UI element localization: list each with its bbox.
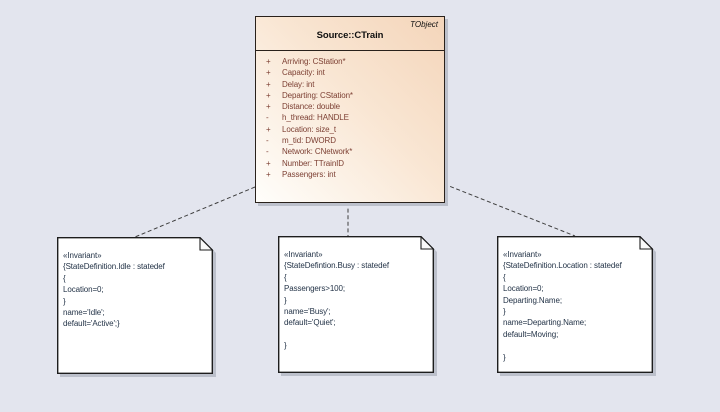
visibility-marker: + bbox=[266, 102, 271, 112]
note-text-block: «Invariant» {StateDefintion.Busy : state… bbox=[278, 236, 434, 352]
connector-dependency-location[interactable] bbox=[443, 183, 576, 237]
note-line: Passengers>100; bbox=[284, 284, 345, 294]
class-box-source-ctrain[interactable]: TObject Source::CTrain + Arriving: CStati… bbox=[255, 16, 445, 203]
note-invariant-idle[interactable]: «Invariant» {StateDefinition.Idle : stat… bbox=[57, 237, 217, 378]
attribute-text: Delay: int bbox=[282, 79, 315, 89]
note-line bbox=[503, 340, 651, 351]
note-text-block: «Invariant» {StateDefinition.Location : … bbox=[497, 236, 653, 363]
visibility-marker: + bbox=[266, 158, 271, 168]
note-line: } bbox=[284, 295, 287, 305]
note-shape bbox=[497, 236, 656, 376]
attribute-text: Departing: CStation* bbox=[282, 90, 353, 100]
note-shape bbox=[57, 237, 216, 377]
note-line: default=Moving; bbox=[503, 329, 559, 339]
note-line: «Invariant» bbox=[284, 250, 323, 259]
attribute-text: Distance: double bbox=[282, 102, 340, 112]
visibility-marker: - bbox=[266, 113, 269, 123]
note-outline bbox=[57, 237, 213, 374]
note-line: name=Departing.Name; bbox=[503, 318, 587, 328]
visibility-marker: + bbox=[266, 68, 271, 78]
note-line: Departing.Name; bbox=[503, 295, 562, 305]
dogear-fold-icon bbox=[199, 237, 214, 251]
note-line: { bbox=[63, 273, 66, 283]
class-attribute: - h_thread: HANDLE bbox=[256, 112, 444, 123]
attribute-text: h_thread: HANDLE bbox=[282, 113, 349, 123]
note-line: } bbox=[503, 352, 506, 362]
attribute-text: Network: CNetwork* bbox=[282, 147, 353, 157]
note-line: } bbox=[284, 341, 287, 351]
visibility-marker: + bbox=[266, 79, 271, 89]
class-attribute: + Number: TTrainID bbox=[256, 158, 444, 169]
note-invariant-busy[interactable]: «Invariant» {StateDefintion.Busy : state… bbox=[278, 236, 438, 377]
connector-dependency-idle[interactable] bbox=[134, 186, 256, 238]
class-attribute: - Network: CNetwork* bbox=[256, 146, 444, 157]
note-outline bbox=[278, 236, 434, 373]
attribute-text: m_tid: DWORD bbox=[282, 136, 336, 146]
note-line: «Invariant» bbox=[63, 251, 102, 260]
note-line: {StateDefinition.Idle : statedef bbox=[63, 262, 165, 272]
note-text-block: «Invariant» {StateDefinition.Idle : stat… bbox=[57, 237, 213, 330]
attribute-text: Number: TTrainID bbox=[282, 158, 344, 168]
attribute-text: Location: size_t bbox=[282, 124, 336, 134]
class-attribute: - m_tid: DWORD bbox=[256, 135, 444, 146]
note-line: { bbox=[284, 272, 287, 282]
class-attribute: + Departing: CStation* bbox=[256, 90, 444, 101]
visibility-marker: + bbox=[266, 57, 271, 66]
class-attribute-list: + Arriving: CStation* + Capacity: int + Del… bbox=[256, 51, 444, 180]
note-line: Location=0; bbox=[63, 285, 104, 295]
class-attribute: + Delay: int bbox=[256, 79, 444, 90]
note-line: default='Active';} bbox=[63, 319, 120, 329]
class-attribute: + Passengers: int bbox=[256, 169, 444, 180]
note-line: { bbox=[503, 272, 506, 282]
class-attribute: + Capacity: int bbox=[256, 67, 444, 78]
note-line: name='Idle'; bbox=[63, 308, 105, 318]
note-line bbox=[284, 329, 432, 340]
attribute-text: Passengers: int bbox=[282, 169, 336, 179]
class-attribute: + Distance: double bbox=[256, 101, 444, 112]
attribute-text: Arriving: CStation* bbox=[282, 57, 346, 66]
note-line: {StateDefinition.Location : statedef bbox=[503, 261, 622, 271]
visibility-marker: + bbox=[266, 169, 271, 179]
note-line: } bbox=[503, 307, 506, 317]
note-line: } bbox=[63, 296, 66, 306]
visibility-marker: + bbox=[266, 90, 271, 100]
attribute-text: Capacity: int bbox=[282, 68, 325, 78]
note-shape bbox=[278, 236, 437, 376]
visibility-marker: + bbox=[266, 124, 271, 134]
note-outline bbox=[497, 236, 653, 373]
visibility-marker: - bbox=[266, 147, 269, 157]
class-title: Source::CTrain bbox=[316, 30, 384, 41]
note-line: «Invariant» bbox=[503, 250, 542, 259]
class-attribute: + Location: size_t bbox=[256, 124, 444, 135]
dogear-fold-icon bbox=[639, 236, 654, 250]
dogear-fold-icon bbox=[420, 236, 435, 250]
visibility-marker: - bbox=[266, 136, 269, 146]
note-line: Location=0; bbox=[503, 284, 544, 294]
class-header: TObject Source::CTrain bbox=[256, 17, 444, 51]
note-line: default='Quiet'; bbox=[284, 318, 336, 328]
note-invariant-location[interactable]: «Invariant» {StateDefinition.Location : … bbox=[497, 236, 657, 377]
note-line: {StateDefintion.Busy : statedef bbox=[284, 261, 389, 271]
class-attribute: + Arriving: CStation* bbox=[256, 56, 444, 67]
class-parent-type-label: TObject bbox=[410, 20, 438, 29]
note-line: name='Busy'; bbox=[284, 307, 331, 317]
